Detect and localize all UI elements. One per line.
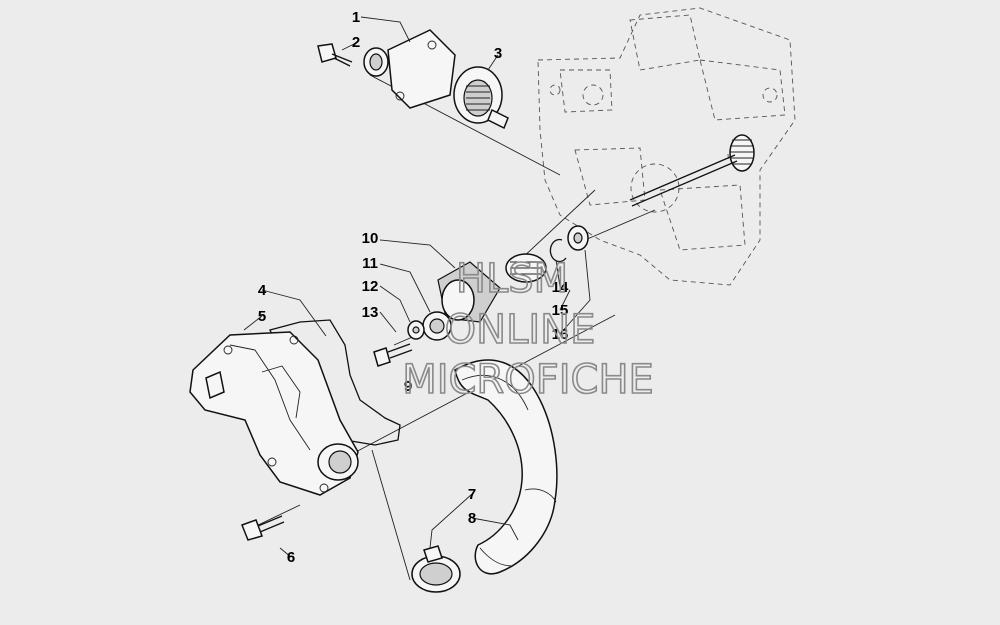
watermark-line-2: ONLINE [445, 307, 596, 353]
callout-14: 14 [552, 279, 569, 296]
callout-1: 1 [352, 9, 360, 26]
callout-10: 10 [362, 230, 379, 247]
callout-3: 3 [494, 45, 502, 62]
case-gear [729, 134, 755, 172]
callout-5: 5 [258, 308, 266, 325]
bolt-13 [373, 343, 413, 367]
callout-6: 6 [287, 549, 295, 566]
callout-12: 12 [362, 278, 379, 295]
callout-2: 2 [352, 34, 360, 51]
mechanical-seal [505, 253, 547, 283]
callout-numbers: 1 2 3 4 5 6 7 8 9 10 11 12 13 14 15 16 [258, 9, 569, 566]
engine-case [537, 7, 796, 286]
watermark-line-3: MICROFICHE [402, 357, 654, 403]
callout-4: 4 [258, 282, 267, 299]
water-pump-cover [189, 331, 359, 496]
impeller [422, 261, 501, 341]
washer-12 [407, 320, 425, 340]
bolt-6 [241, 515, 285, 541]
hose-clamp [411, 545, 461, 593]
washer-16 [567, 225, 589, 251]
snap-ring [549, 238, 567, 263]
callout-leaders [243, 16, 591, 558]
thermostat-housing [363, 29, 456, 109]
callout-7: 7 [468, 486, 476, 503]
bolt-2 [317, 43, 353, 67]
callout-16: 16 [552, 326, 569, 343]
watermark-line-1: HLSM [456, 256, 568, 302]
callout-11: 11 [362, 255, 378, 272]
callout-13: 13 [362, 304, 379, 321]
callout-15: 15 [552, 302, 569, 319]
callout-9: 9 [404, 378, 412, 395]
watermark: HLSM ONLINE MICROFICHE [401, 255, 654, 404]
callout-8: 8 [468, 510, 476, 527]
coolant-hose [454, 359, 558, 575]
thermostat [453, 66, 509, 130]
